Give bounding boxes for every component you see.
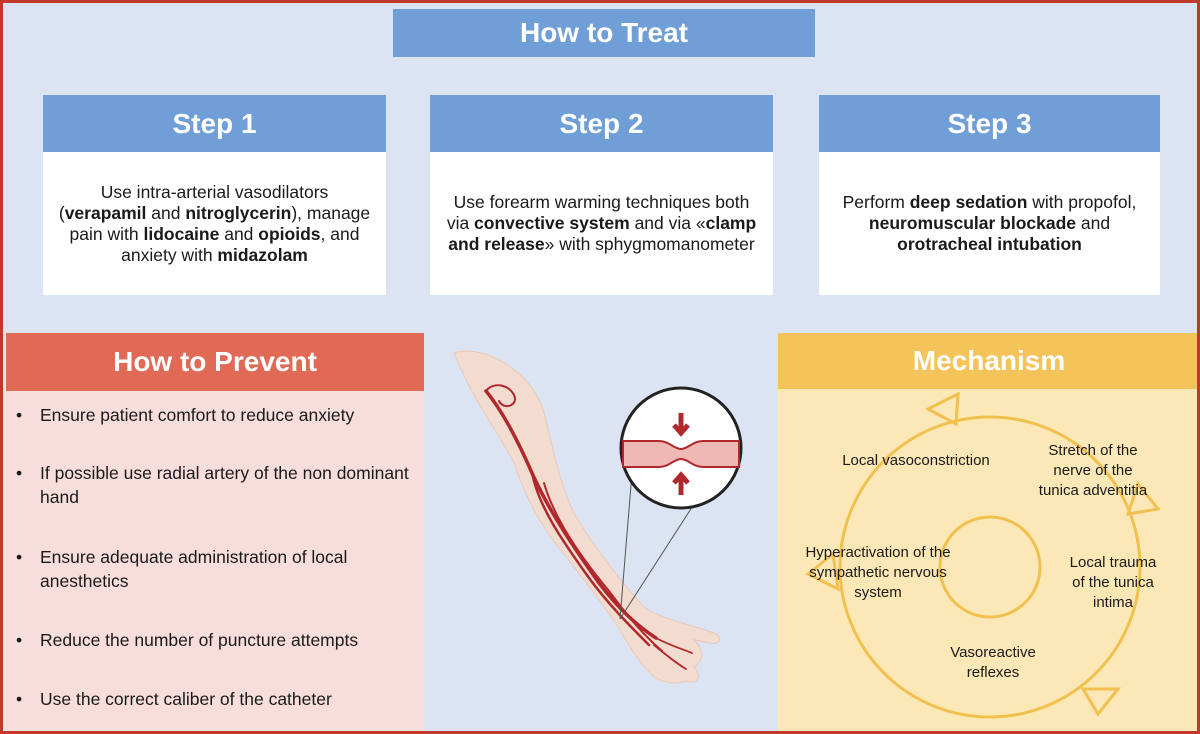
text-segment: Use forearm warming techniques both via [446, 192, 750, 233]
emphasized-term: lidocaine [143, 223, 220, 244]
emphasized-term: convective system [474, 213, 630, 233]
mechanism-panel: Mechanism Local vasoconstriction Stretch… [778, 333, 1197, 731]
emphasized-term: neuromuscular blockade [868, 213, 1077, 233]
step-1-description: Use intra-arterial vasodilators (verapam… [43, 152, 386, 295]
step-2-card: Step 2 Use forearm warming techniques bo… [430, 95, 773, 295]
text-segment: Perform [842, 192, 910, 212]
bullet-marker: • [16, 689, 23, 709]
step-1-card: Step 1 Use intra-arterial vasodilators (… [43, 95, 386, 295]
emphasized-term: deep sedation [909, 192, 1028, 212]
mechanism-cycle-arrows [805, 391, 1161, 719]
text-segment: and [146, 202, 186, 223]
bullet-marker: • [16, 405, 23, 425]
emphasized-term: nitroglycerin [185, 202, 292, 223]
emphasized-term: verapamil [64, 202, 147, 223]
cycle-step-vasoreactive-reflexes: Vasoreactive reflexes [950, 644, 1036, 681]
artery-network [484, 384, 693, 670]
text-segment: Use intra-arterial vasodilators ( [58, 181, 329, 223]
prevention-item-text: Use the correct caliber of the catheter [40, 689, 332, 709]
text-segment: with propofol, [1027, 192, 1137, 212]
emphasized-term: opioids [258, 223, 321, 244]
text-segment: and [1076, 213, 1111, 233]
step-2-description: Use forearm warming techniques both via … [430, 152, 773, 295]
arm-vasospasm-illustration [453, 350, 743, 684]
bullet-marker: • [16, 547, 23, 567]
text-segment: and [219, 223, 259, 244]
prevention-item: • If possible use radial artery of the no… [16, 461, 420, 509]
prevention-item-text: If possible use radial artery of the non… [40, 463, 409, 507]
prevention-item-text: Ensure adequate administration of local … [40, 547, 348, 591]
cycle-step-local-vasoconstriction: Local vasoconstriction [842, 452, 990, 469]
text-segment: , and anxiety with [121, 223, 360, 265]
prevention-item-text: Ensure patient comfort to reduce anxiety [40, 405, 355, 425]
bullet-marker: • [16, 463, 23, 483]
step-1-header: Step 1 [43, 95, 386, 152]
cycle-arrow-ring [805, 391, 1161, 719]
arrow-down-icon [672, 413, 690, 437]
magnifier-leader-line [619, 472, 633, 620]
how-to-prevent-panel: How to Prevent • Ensure patient comfort t… [6, 333, 424, 731]
step-text: Perform deep sedation with propofol, neu… [833, 192, 1146, 255]
emphasized-term: orotracheal intubation [897, 234, 1082, 254]
step-3-card: Step 3 Perform deep sedation with propof… [819, 95, 1160, 295]
cycle-step-nerve-stretch: Stretch of the nerve of the tunica adven… [1038, 442, 1148, 499]
mechanism-title: Mechanism [778, 333, 1197, 389]
step-text: Use intra-arterial vasodilators (verapam… [57, 182, 372, 266]
prevention-item: • Ensure patient comfort to reduce anxiet… [16, 403, 420, 427]
emphasized-term: midazolam [217, 244, 308, 265]
prevention-item: • Ensure adequate administration of local… [16, 545, 420, 593]
bullet-marker: • [16, 630, 23, 650]
prevention-item: • Reduce the number of puncture attempts [16, 628, 420, 652]
how-to-prevent-title: How to Prevent [6, 333, 424, 391]
text-segment: » with sphygmomanometer [544, 234, 755, 254]
step-3-description: Perform deep sedation with propofol, neu… [819, 152, 1160, 295]
cycle-step-sympathetic-hyperactivation: Hyperactivation of the sympathetic nervo… [805, 544, 951, 601]
step-3-header: Step 3 [819, 95, 1160, 152]
constricted-vessel [622, 440, 740, 468]
step-2-header: Step 2 [430, 95, 773, 152]
step-text: Use forearm warming techniques both via … [444, 192, 759, 255]
prevention-item: • Use the correct caliber of the catheter [16, 687, 420, 711]
how-to-treat-title: How to Treat [393, 9, 815, 57]
prevention-item-text: Reduce the number of puncture attempts [40, 630, 359, 650]
text-segment: ), manage pain with [69, 202, 371, 244]
emphasized-term: clamp and release [448, 213, 757, 254]
arm-silhouette [453, 350, 721, 684]
cycle-step-intima-trauma: Local trauma of the tunica intima [1069, 554, 1157, 611]
text-segment: and via « [629, 213, 706, 233]
arrow-up-icon [672, 471, 690, 495]
